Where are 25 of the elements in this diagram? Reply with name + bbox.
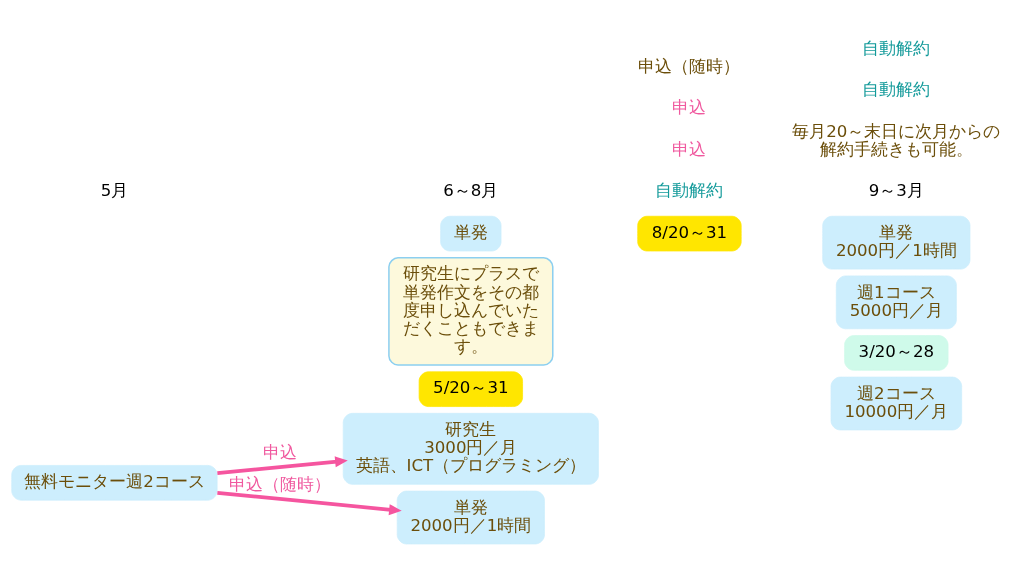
edge-label: 申込 [263,442,298,462]
node-box: 研究生にプラスで単発作文をその都度申し込んでいただくこともできます。 [388,257,554,366]
label: 6～8月 [443,181,499,201]
node-box: 週1コース 5000円／月 [835,275,957,330]
node-box: 無料モニター週2コース [11,465,218,501]
arrow [217,490,402,516]
node-box: 3/20～28 [844,335,949,371]
node-box: 週2コース 10000円／月 [830,376,963,431]
node-box: 5/20～31 [418,371,523,407]
node-box: 8/20～31 [637,215,742,252]
label: 自動解約 [862,80,931,100]
label: 5月 [100,181,129,201]
edge-label: 申込（随時） [229,475,332,495]
label: 自動解約 [655,181,724,201]
node-box: 研究生 3000円／月 英語、ICT（プログラミング） [342,412,599,485]
label: 自動解約 [862,38,931,58]
arrow [217,456,348,475]
label: 申込 [672,139,707,159]
node-box: 単発 2000円／1時間 [396,490,545,545]
label: 申込 [672,98,707,118]
label: 毎月20～末日に次月からの解約手続きも可能。 [792,121,1001,159]
node-box: 単発 2000円／1時間 [822,215,971,270]
label: 申込（随時） [638,56,741,76]
label: 9～3月 [868,181,924,201]
node-box: 単発 [440,215,502,252]
